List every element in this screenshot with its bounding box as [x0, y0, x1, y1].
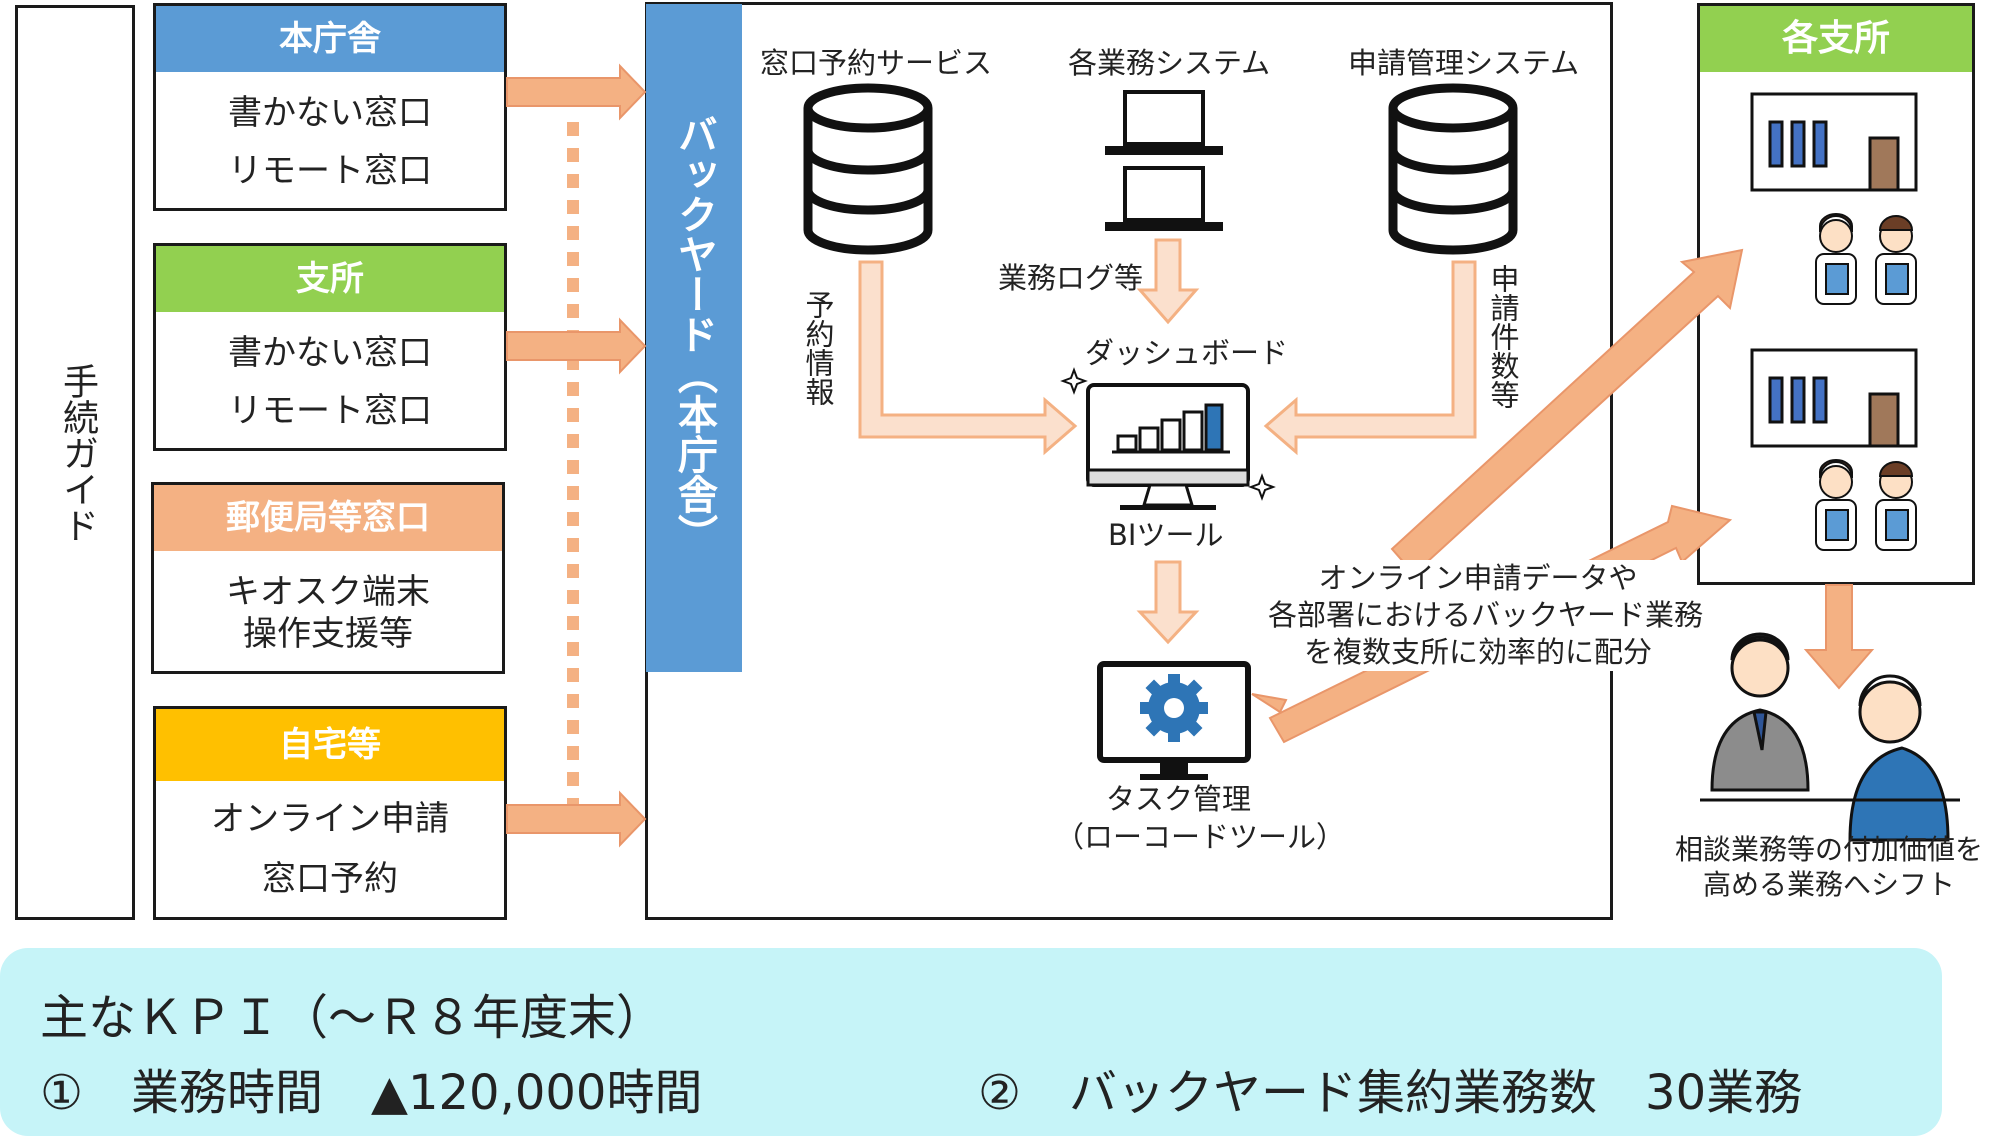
bi-tool-label: BIツール: [1108, 518, 1224, 552]
distribution-note: オンライン申請データや 各部署におけるバックヤード業務 を複数支所に効率的に配分: [1268, 560, 1704, 671]
sparkle-icon: [1060, 367, 1276, 501]
channel-line: リモート窓口: [228, 391, 432, 431]
flow-label-application-count: 申請件数等: [1486, 264, 1520, 409]
system-label-business: 各業務システム: [1068, 46, 1271, 80]
arrow-shisho: [506, 317, 647, 375]
database-icon-application: [1388, 83, 1518, 255]
arrow-reservation-info: [858, 260, 1078, 456]
channel-header: 自宅等: [156, 709, 504, 781]
channel-line: キオスク端末: [226, 572, 430, 612]
task-label: タスク管理: [1106, 782, 1252, 816]
shift-note: 相談業務等の付加価値を 高める業務へシフト: [1662, 832, 1996, 902]
channel-shisho: 支所 書かない窓口 リモート窓口: [153, 243, 507, 451]
arrow-home: [506, 790, 647, 848]
kpi-item-2: ② バックヤード集約業務数 30業務: [978, 1065, 1803, 1121]
channel-line: リモート窓口: [228, 151, 432, 191]
channel-header: 郵便局等窓口: [154, 485, 502, 551]
arrow-honchosha: [506, 63, 647, 121]
flow-label-business-log: 業務ログ等: [998, 261, 1144, 295]
staff-icon: [1815, 213, 1917, 305]
channel-post-office: 郵便局等窓口 キオスク端末 操作支援等: [151, 482, 505, 674]
arrow-to-consultation: [1803, 584, 1875, 690]
shift-line: 高める業務へシフト: [1702, 868, 1955, 901]
arrow-to-branch-top: [1390, 248, 1744, 576]
backyard-bar: バックヤード（本庁舎）: [646, 4, 742, 672]
kpi-title: 主なＫＰＩ（～Ｒ８年度末）: [40, 990, 665, 1046]
kpi-item-1: ① 業務時間 ▲120,000時間: [40, 1065, 703, 1121]
task-sublabel: （ローコードツール）: [1055, 820, 1346, 854]
dashboard-label: ダッシュボード: [1085, 336, 1289, 370]
staff-icon: [1815, 459, 1917, 551]
distribution-line: 各部署におけるバックヤード業務: [1268, 598, 1704, 632]
building-icon: [1750, 92, 1918, 192]
dashboard-icon: [1086, 383, 1250, 510]
shift-line: 相談業務等の付加価値を: [1674, 833, 1983, 866]
procedure-guide-box: 手続ガイド: [15, 5, 135, 920]
kpi-panel: 主なＫＰＩ（～Ｒ８年度末） ① 業務時間 ▲120,000時間 ② バックヤード…: [0, 948, 1942, 1136]
arrow-to-task: [1136, 560, 1200, 645]
arrow-application-count: [1263, 260, 1477, 456]
arrow-into-task: [1251, 693, 1288, 714]
building-icon: [1750, 348, 1918, 448]
channel-line: 書かない窓口: [228, 93, 432, 133]
branches-header: 各支所: [1700, 6, 1972, 72]
channel-line: 書かない窓口: [228, 333, 432, 373]
system-label-application: 申請管理システム: [1348, 46, 1580, 80]
flow-label-reservation-info: 予約情報: [801, 290, 835, 406]
consultation-icon: [1700, 632, 1960, 842]
database-icon-reservation: [803, 83, 933, 255]
channel-line: オンライン申請: [211, 799, 449, 839]
backyard-label: バックヤード（本庁舎）: [671, 114, 717, 554]
channel-line: 窓口予約: [262, 859, 398, 899]
task-management-icon: [1097, 661, 1251, 780]
channel-honchosha: 本庁舎 書かない窓口 リモート窓口: [153, 3, 507, 211]
arrow-business-log: [1136, 238, 1200, 325]
channel-header: 支所: [156, 246, 504, 312]
channel-header: 本庁舎: [156, 6, 504, 72]
procedure-guide-label: 手続ガイド: [57, 363, 98, 543]
channel-home: 自宅等 オンライン申請 窓口予約: [153, 706, 507, 920]
system-label-reservation: 窓口予約サービス: [760, 46, 993, 80]
distribution-line: を複数支所に効率的に配分: [1303, 635, 1652, 669]
laptop-icon-business: [1105, 90, 1223, 231]
distribution-line: オンライン申請データや: [1318, 561, 1638, 595]
channel-line: 操作支援等: [243, 614, 413, 654]
